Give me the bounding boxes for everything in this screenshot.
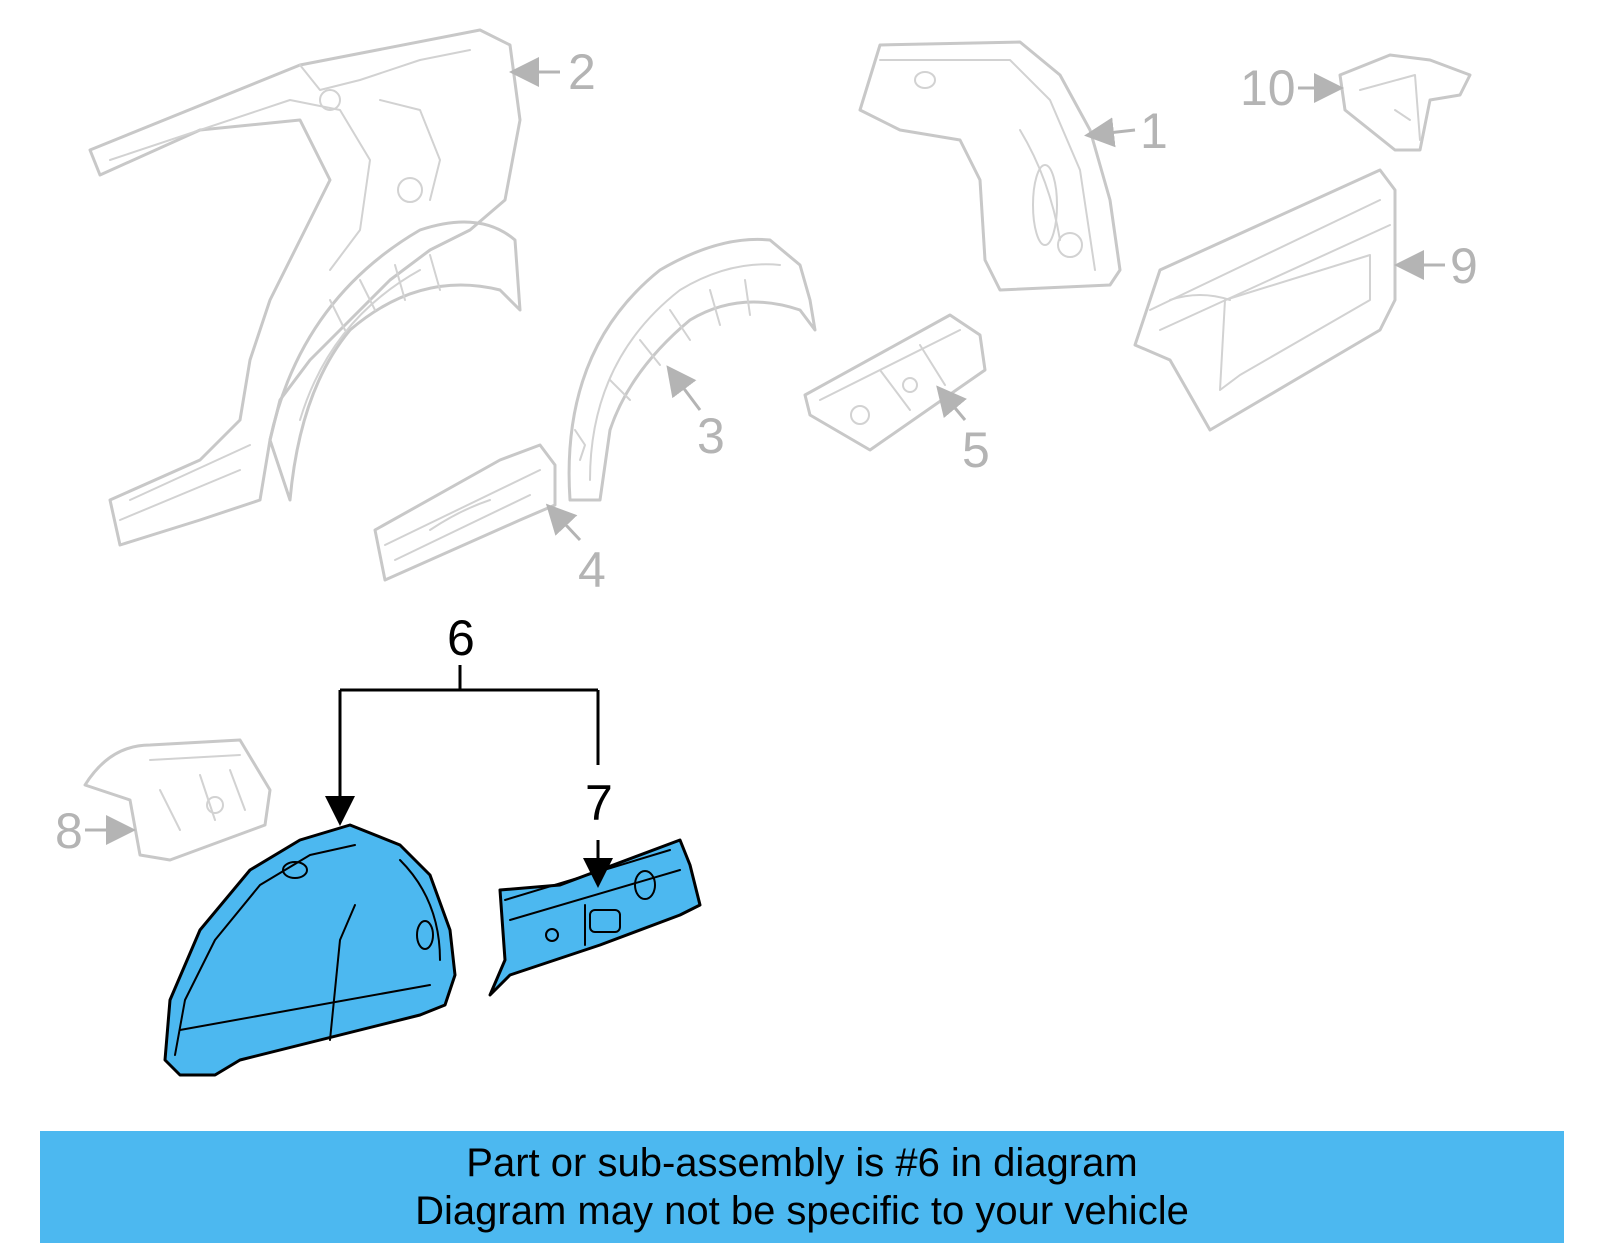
callout-5: 5 bbox=[962, 422, 990, 478]
part-7-rail-highlighted bbox=[488, 838, 702, 997]
callout-7: 7 bbox=[585, 775, 613, 831]
part-8-inner-wheelhouse bbox=[83, 738, 272, 862]
part-3-wheelhouse-outer bbox=[567, 237, 817, 502]
part-6-wheelhouse-highlighted bbox=[163, 823, 457, 1077]
callout-6: 6 bbox=[447, 610, 475, 666]
callout-6-bracket bbox=[325, 665, 600, 826]
part-10-small-bracket bbox=[1338, 53, 1472, 152]
part-5-bracket bbox=[803, 313, 987, 452]
info-banner: Part or sub-assembly is #6 in diagram Di… bbox=[40, 1131, 1564, 1243]
callout-8: 8 bbox=[55, 803, 83, 859]
callout-4: 4 bbox=[578, 542, 606, 598]
callout-10: 10 bbox=[1240, 60, 1296, 116]
banner-line-1: Part or sub-assembly is #6 in diagram bbox=[466, 1141, 1138, 1185]
banner-line-2: Diagram may not be specific to your vehi… bbox=[415, 1189, 1189, 1233]
callout-9: 9 bbox=[1450, 238, 1478, 294]
part-1-pillar-reinforcement bbox=[858, 40, 1122, 292]
part-9-rear-panel bbox=[1133, 168, 1397, 432]
part-2-quarter-inner-panel bbox=[88, 28, 522, 547]
callout-2: 2 bbox=[568, 44, 596, 100]
callout-1: 1 bbox=[1140, 103, 1168, 159]
callout-3: 3 bbox=[697, 408, 725, 464]
part-4-rail bbox=[373, 443, 557, 582]
